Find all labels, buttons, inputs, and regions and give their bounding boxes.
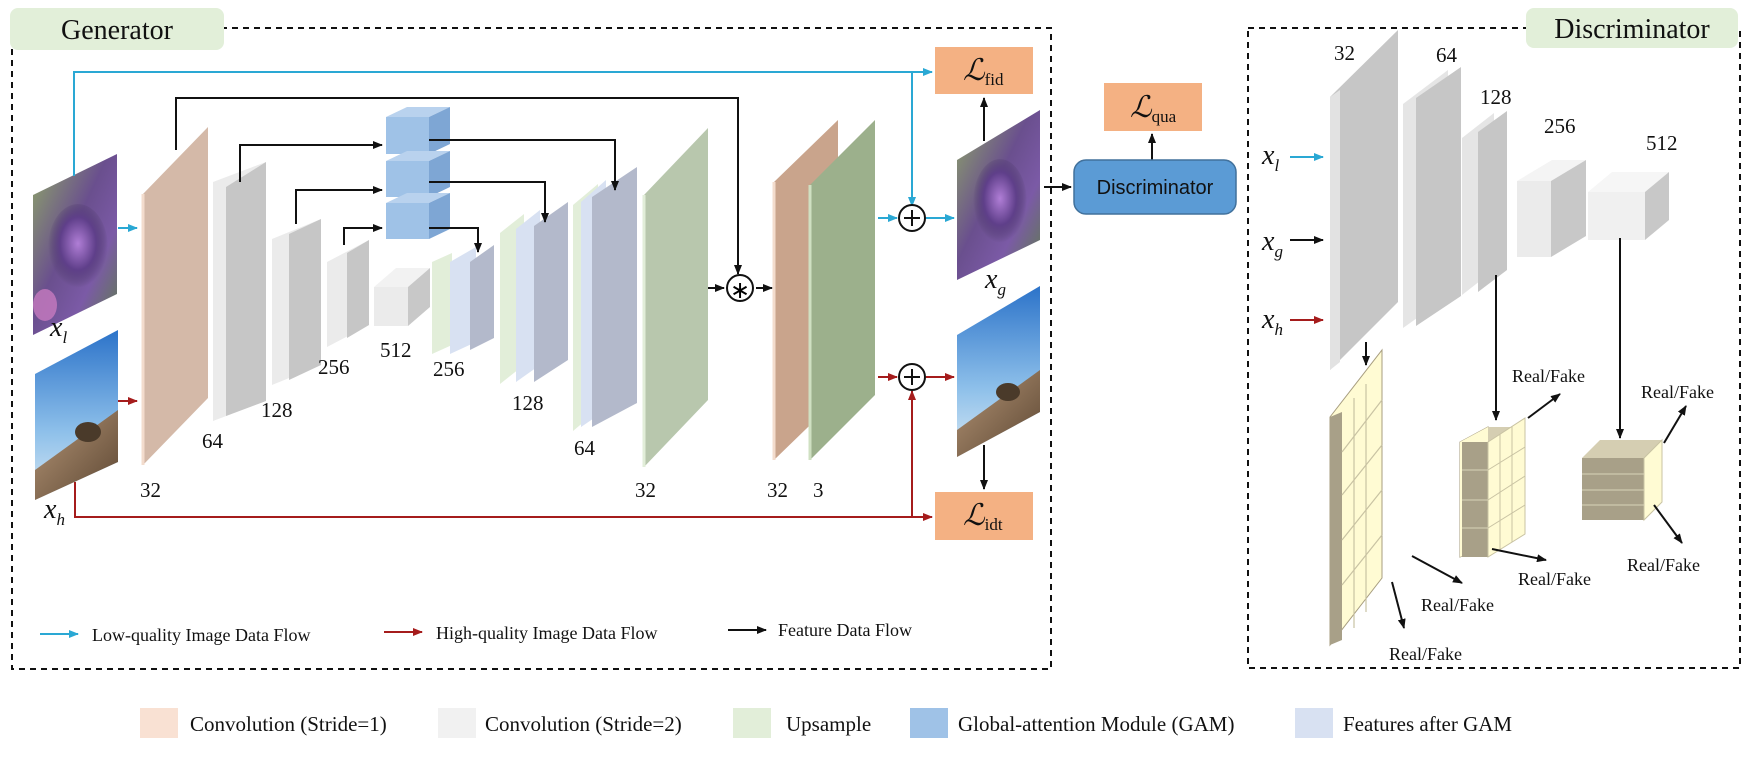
- legend-swatch-features-after-gam: [1295, 708, 1333, 738]
- legend-upsample: Upsample: [786, 712, 871, 736]
- disc-layer-32: [1330, 30, 1398, 370]
- encoder-block-64: [213, 162, 266, 421]
- flow-legend: Low-quality Image Data Flow High-quality…: [40, 620, 912, 645]
- loss-fid-box: ℒfid: [935, 47, 1033, 94]
- generator-frame: [11, 27, 1052, 670]
- identity-output-image: [957, 286, 1040, 457]
- output-conv-block-3: [808, 120, 875, 460]
- flow-high-label: High-quality Image Data Flow: [436, 623, 657, 643]
- disc-inputs: xl xg xh: [1261, 140, 1324, 339]
- svg-text:Real/Fake: Real/Fake: [1421, 595, 1494, 615]
- x-h-label: xh: [43, 494, 65, 529]
- disc-label-128: 128: [1480, 85, 1512, 109]
- legend-features-after-gam: Features after GAM: [1343, 712, 1512, 736]
- svg-text:xg: xg: [1261, 226, 1283, 261]
- generated-output-image: [957, 110, 1040, 280]
- x-g-label: xg: [984, 264, 1006, 299]
- flow-low-label: Low-quality Image Data Flow: [92, 625, 310, 645]
- block-legend: Convolution (Stride=1) Convolution (Stri…: [140, 708, 1512, 738]
- high-quality-flow-lines: [74, 373, 955, 521]
- label-128: 128: [261, 398, 293, 422]
- label-out-3: 3: [813, 478, 824, 502]
- svg-text:xl: xl: [1261, 140, 1279, 175]
- decoder-block-128: [500, 202, 568, 384]
- legend-conv-s1: Convolution (Stride=1): [190, 712, 387, 736]
- add-operator-bottom: [898, 363, 926, 391]
- legend-swatch-gam: [910, 708, 948, 738]
- low-quality-flow-lines: [73, 68, 955, 232]
- decoder-block-64: [573, 167, 637, 431]
- disc-label-32: 32: [1334, 41, 1355, 65]
- decoder-block-256: [432, 245, 494, 354]
- gam-module-1: [386, 107, 450, 154]
- skip-connections: [175, 97, 773, 292]
- svg-text:Discriminator: Discriminator: [1097, 177, 1214, 199]
- loss-qua-box: ℒqua: [1104, 83, 1202, 131]
- gam-module-2: [386, 151, 450, 197]
- generator-title-bg: [10, 8, 224, 50]
- encoder-block-256: [327, 240, 369, 347]
- flow-feature-label: Feature Data Flow: [778, 620, 912, 640]
- disc-layer-128: [1462, 111, 1507, 295]
- patch-output-large: [1329, 348, 1383, 647]
- loss-arrows: [980, 97, 1156, 490]
- svg-text:Real/Fake: Real/Fake: [1512, 366, 1585, 386]
- label-64: 64: [202, 429, 224, 453]
- disc-layer-64: [1403, 67, 1461, 328]
- legend-conv-s2: Convolution (Stride=2): [485, 712, 682, 736]
- svg-text:Real/Fake: Real/Fake: [1627, 555, 1700, 575]
- label-32: 32: [140, 478, 161, 502]
- label-512: 512: [380, 338, 412, 362]
- low-quality-input-image: [33, 154, 117, 335]
- legend-swatch-conv-s2: [438, 708, 476, 738]
- legend-swatch-conv-s1: [140, 708, 178, 738]
- label-dec-256: 256: [433, 357, 465, 381]
- discriminator-title: Discriminator: [1554, 14, 1710, 45]
- patch-output-medium: [1459, 417, 1526, 558]
- generator-title: Generator: [61, 15, 174, 46]
- decoder-block-32: [642, 128, 708, 467]
- discriminator-frame: [1247, 27, 1741, 669]
- svg-text:∗: ∗: [730, 276, 750, 304]
- disc-layer-256: [1517, 160, 1586, 257]
- svg-text:xh: xh: [1261, 304, 1283, 339]
- svg-text:ℒidt: ℒidt: [963, 499, 1003, 534]
- discriminator-button: Discriminator: [1073, 159, 1237, 215]
- svg-text:ℒfid: ℒfid: [963, 54, 1004, 89]
- encoder-block-512: [374, 268, 430, 326]
- real-fake-labels: Real/Fake Real/Fake Real/Fake Real/Fake …: [1389, 366, 1714, 664]
- disc-label-512: 512: [1646, 131, 1678, 155]
- label-256: 256: [318, 355, 350, 379]
- svg-text:Real/Fake: Real/Fake: [1518, 569, 1591, 589]
- svg-text:Real/Fake: Real/Fake: [1389, 644, 1462, 664]
- label-dec-128: 128: [512, 391, 544, 415]
- disc-arrows: [1362, 238, 1687, 629]
- disc-label-64: 64: [1436, 43, 1458, 67]
- patch-output-small: [1582, 438, 1663, 522]
- label-dec-32: 32: [635, 478, 656, 502]
- legend-gam: Global-attention Module (GAM): [958, 712, 1234, 736]
- svg-text:ℒqua: ℒqua: [1130, 91, 1177, 126]
- multiply-operator: ∗: [726, 274, 754, 304]
- label-out-32: 32: [767, 478, 788, 502]
- add-operator-top: [898, 204, 926, 232]
- legend-swatch-upsample: [733, 708, 771, 738]
- disc-layer-512: [1588, 172, 1669, 240]
- high-quality-input-image: [35, 330, 118, 500]
- x-l-label: xl: [49, 312, 67, 347]
- label-dec-64: 64: [574, 436, 596, 460]
- svg-text:Real/Fake: Real/Fake: [1641, 382, 1714, 402]
- disc-label-256: 256: [1544, 114, 1576, 138]
- encoder-block-128: [272, 219, 321, 385]
- discriminator-title-bg: [1526, 8, 1738, 48]
- encoder-block-32: [141, 127, 208, 465]
- loss-idt-box: ℒidt: [935, 492, 1033, 540]
- gam-module-3: [386, 193, 450, 239]
